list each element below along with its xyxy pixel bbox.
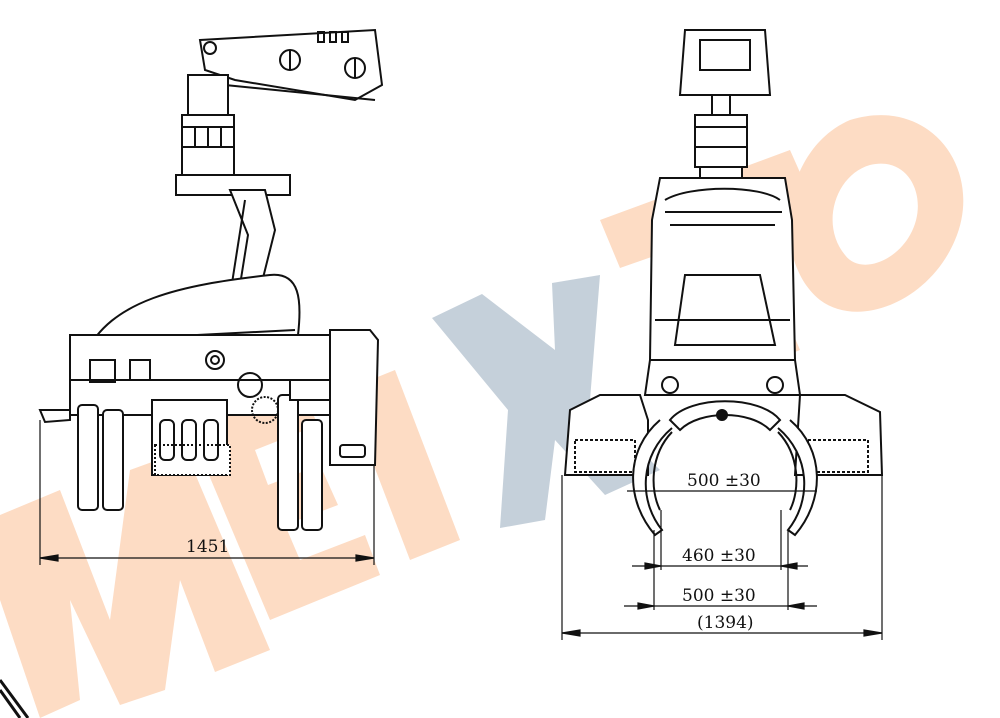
rotator-top	[678, 29, 772, 96]
side-guard-left	[563, 394, 649, 476]
delimb-knife-right	[277, 394, 299, 531]
dimension-label-upper-500: 500 ±30	[687, 471, 761, 491]
side-guard-right	[793, 394, 884, 476]
delimb-knife-left	[38, 409, 71, 424]
side-view	[38, 28, 384, 531]
watermark-letter-m	[0, 450, 270, 718]
top-jaw	[668, 400, 782, 432]
dimension-label-lower-500: 500 ±30	[682, 586, 756, 606]
dimension-label-1451: 1451	[186, 537, 230, 557]
front-view	[563, 29, 884, 537]
front-dimensions	[561, 475, 883, 640]
dimension-1451	[39, 420, 375, 565]
watermark-letter-o	[788, 115, 964, 312]
dimension-label-460: 460 ±30	[682, 546, 756, 566]
grapple-arm-left	[632, 419, 673, 537]
dimension-label-1394: (1394)	[697, 613, 754, 633]
grapple-arm-right	[777, 419, 818, 537]
rotator	[187, 74, 229, 116]
corner-fragment	[0, 679, 30, 718]
